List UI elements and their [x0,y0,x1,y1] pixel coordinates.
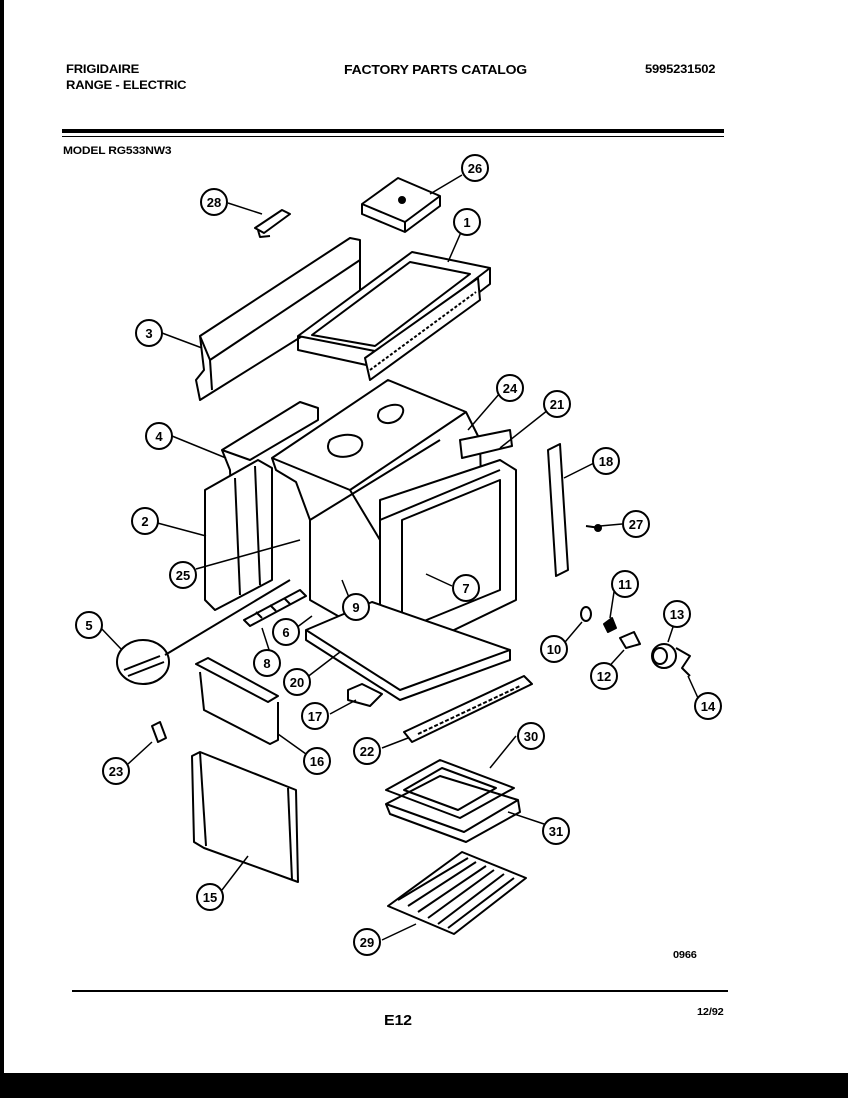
callout-21: 21 [543,390,571,418]
callout-label: 12 [597,669,611,684]
callout-label: 27 [629,517,643,532]
part-oven-rack [387,851,527,935]
part-terminal-block [116,579,291,685]
callout-18: 18 [592,447,620,475]
product-type: RANGE - ELECTRIC [66,77,187,92]
callout-28: 28 [200,188,228,216]
part-broiler-pan [385,775,521,843]
callout-31: 31 [542,817,570,845]
callout-label: 22 [360,744,374,759]
callout-26: 26 [461,154,489,182]
header-rule-thin [62,136,724,137]
brand-name: FRIGIDAIRE [66,61,140,76]
callout-12: 12 [590,662,618,690]
part-door-panel [191,751,299,883]
callout-label: 2 [141,514,148,529]
callout-label: 15 [203,890,217,905]
callout-label: 14 [701,699,716,714]
callout-30: 30 [517,722,545,750]
part-block [347,683,383,707]
scan-border-left [0,0,4,1098]
callout-22: 22 [353,737,381,765]
callout-label: 21 [550,397,564,412]
model-label: MODEL RG533NW3 [63,143,172,157]
callout-14: 14 [694,692,722,720]
part-clip [254,209,291,238]
callout-label: 20 [290,675,304,690]
page-number: E12 [384,1012,412,1029]
part-side-panel [204,459,273,611]
callout-7: 7 [452,574,480,602]
callout-label: 4 [155,429,163,444]
part-spacers [243,589,307,627]
part-vent-box [361,177,441,233]
callout-17: 17 [301,702,329,730]
callout-label: 13 [670,607,684,622]
callout-label: 29 [360,935,374,950]
part-broiler-grid [385,759,515,819]
callout-label: 24 [503,381,518,396]
callout-6: 6 [272,618,300,646]
callout-20: 20 [283,668,311,696]
revision-date: 12/92 [697,1006,724,1018]
footer-rule [72,990,728,992]
callout-label: 10 [547,642,561,657]
catalog-title: FACTORY PARTS CATALOG [344,61,527,77]
callout-label: 16 [310,754,324,769]
figure-code: 0966 [673,949,697,961]
callout-label: 1 [463,215,470,230]
callout-9: 9 [342,593,370,621]
callout-2: 2 [131,507,159,535]
callout-label: 23 [109,764,123,779]
part-small-bracket [151,721,167,743]
callout-27: 27 [622,510,650,538]
callout-label: 9 [352,600,359,615]
callout-label: 11 [618,577,632,592]
part-front-bracket [403,675,533,743]
callout-5: 5 [75,611,103,639]
callout-label: 30 [524,729,538,744]
callout-label: 26 [468,161,482,176]
callout-group: 28 26 1 3 24 21 4 18 2 27 25 7 9 11 13 5… [75,154,722,956]
scan-border-bottom [0,1073,848,1098]
callout-label: 18 [599,454,613,469]
callout-label: 8 [263,656,270,671]
part-top-panel [297,251,491,381]
callout-label: 28 [207,195,221,210]
callout-15: 15 [196,883,224,911]
callout-label: 31 [549,824,563,839]
part-screw [585,524,602,532]
callout-label: 6 [282,625,289,640]
callout-label: 3 [145,326,152,341]
part-switch-hardware [580,606,691,677]
part-side-trim [547,443,569,577]
callout-1: 1 [453,208,481,236]
callout-11: 11 [611,570,639,598]
callout-4: 4 [145,422,173,450]
callout-label: 7 [462,581,469,596]
catalog-number: 5995231502 [645,61,716,76]
callout-24: 24 [496,374,524,402]
callout-label: 17 [308,709,322,724]
callout-label: 25 [176,568,190,583]
callout-label: 5 [85,618,92,633]
callout-16: 16 [303,747,331,775]
callout-29: 29 [353,928,381,956]
header-rule-thick [62,129,724,133]
callout-25: 25 [169,561,197,589]
callout-13: 13 [663,600,691,628]
callout-8: 8 [253,649,281,677]
part-door-bracket [195,657,279,745]
callout-3: 3 [135,319,163,347]
callout-10: 10 [540,635,568,663]
callout-23: 23 [102,757,130,785]
